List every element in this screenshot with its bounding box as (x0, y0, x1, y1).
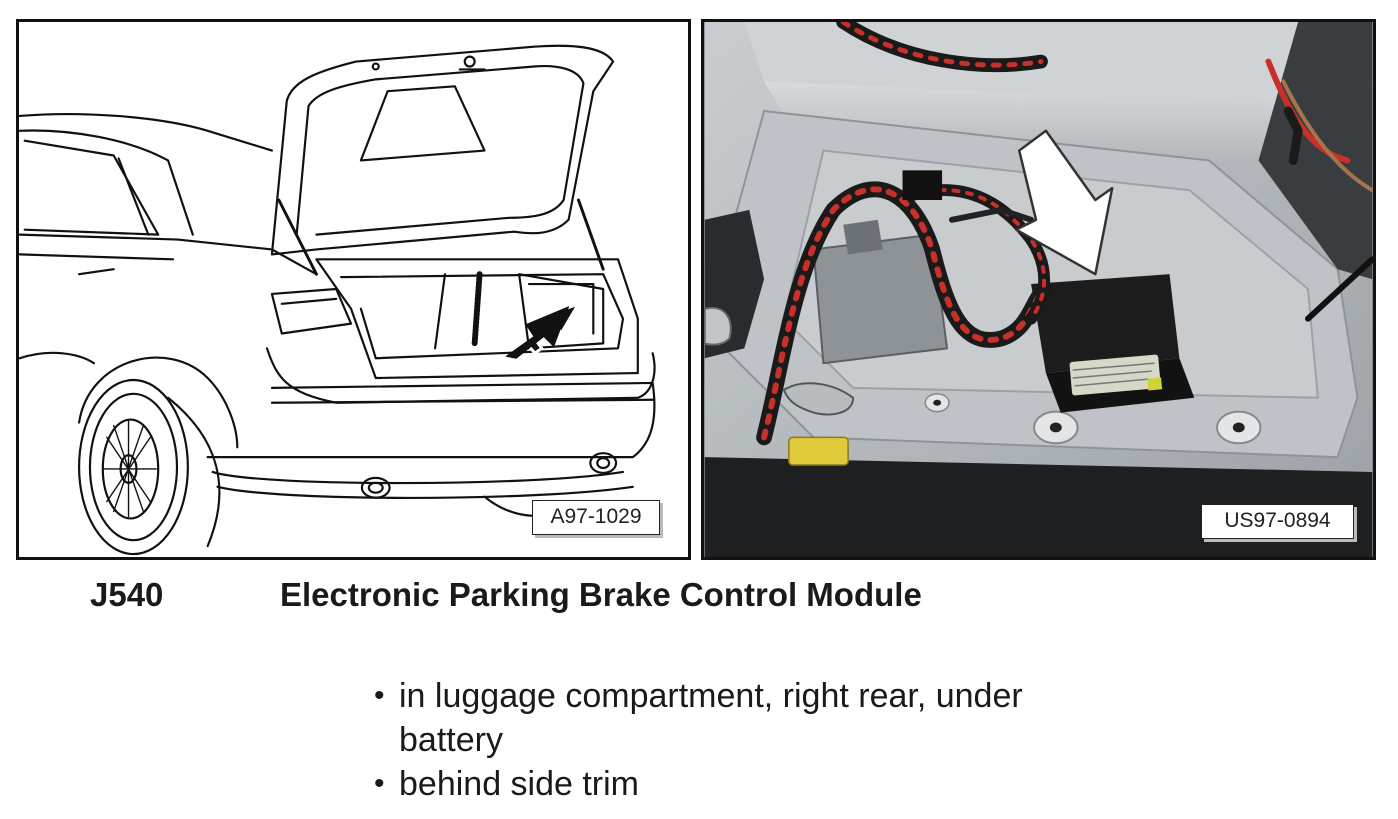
location-notes-list: • in luggage compartment, right rear, un… (372, 674, 1132, 806)
module-location-photo: US97-0894 (701, 19, 1376, 560)
component-code: J540 (90, 576, 164, 613)
location-arrow-icon (1015, 129, 1114, 276)
parking-brake-module-photo (1031, 274, 1195, 413)
component-name: Electronic Parking Brake Control Module (280, 576, 922, 613)
bullet-dot-icon: • (374, 679, 385, 712)
location-arrow-icon (505, 302, 580, 370)
luggage-compartment-photo (704, 22, 1373, 557)
bullet-dot-icon: • (374, 767, 385, 800)
note-text: in luggage compartment, right rear, unde… (399, 677, 1023, 759)
note-text: behind side trim (399, 765, 640, 803)
wiring-harness (756, 22, 1373, 446)
car-trunk-illustration: A97-1029 (16, 19, 691, 560)
figure-reference-label: US97-0894 (1201, 504, 1354, 539)
car-line-drawing (19, 44, 656, 556)
figure-reference-label: A97-1029 (532, 500, 660, 535)
list-item: • behind side trim (372, 762, 1132, 806)
list-item: • in luggage compartment, right rear, un… (372, 674, 1132, 762)
